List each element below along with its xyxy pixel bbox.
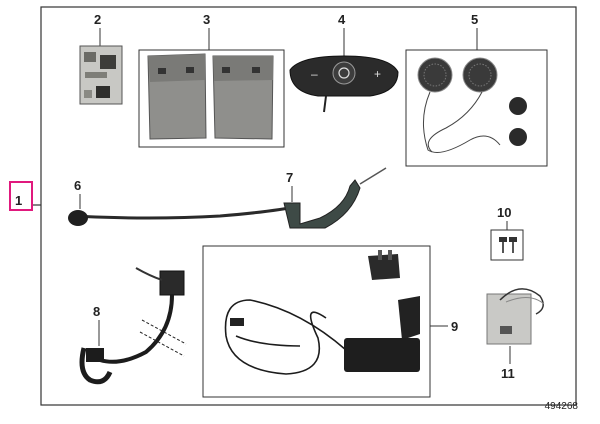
svg-text:–: – (311, 67, 318, 81)
assembly-callout[interactable]: 1 (9, 181, 33, 211)
part-label-4: 4 (338, 12, 346, 27)
assembly-label: 1 (15, 193, 23, 208)
part-label-11: 11 (501, 366, 515, 381)
part-label-2: 2 (94, 12, 102, 27)
part-label-6: 6 (74, 178, 82, 193)
circuit-board-illustration (79, 28, 123, 105)
diagram-reference-number: 494268 (544, 401, 578, 412)
part-label-5: 5 (471, 12, 479, 27)
speaker-set-illustration (405, 28, 548, 167)
screw-set-illustration (490, 221, 524, 261)
part-label-7: 7 (286, 170, 294, 185)
svg-text:+: + (374, 67, 381, 81)
microphone-boom-illustration (68, 194, 301, 226)
control-unit-illustration: – + (289, 28, 399, 113)
assembly-frame (40, 6, 577, 406)
part-label-10: 10 (497, 205, 512, 220)
battery-illustration (486, 288, 545, 364)
part-label-8: 8 (93, 304, 101, 319)
mount-bracket-illustration (283, 167, 387, 229)
part-label-3: 3 (203, 12, 211, 27)
charger-illustration (202, 245, 448, 398)
wiring-harness-illustration (79, 267, 187, 385)
part-label-9: 9 (451, 319, 459, 334)
pouch-set-illustration (138, 28, 285, 148)
